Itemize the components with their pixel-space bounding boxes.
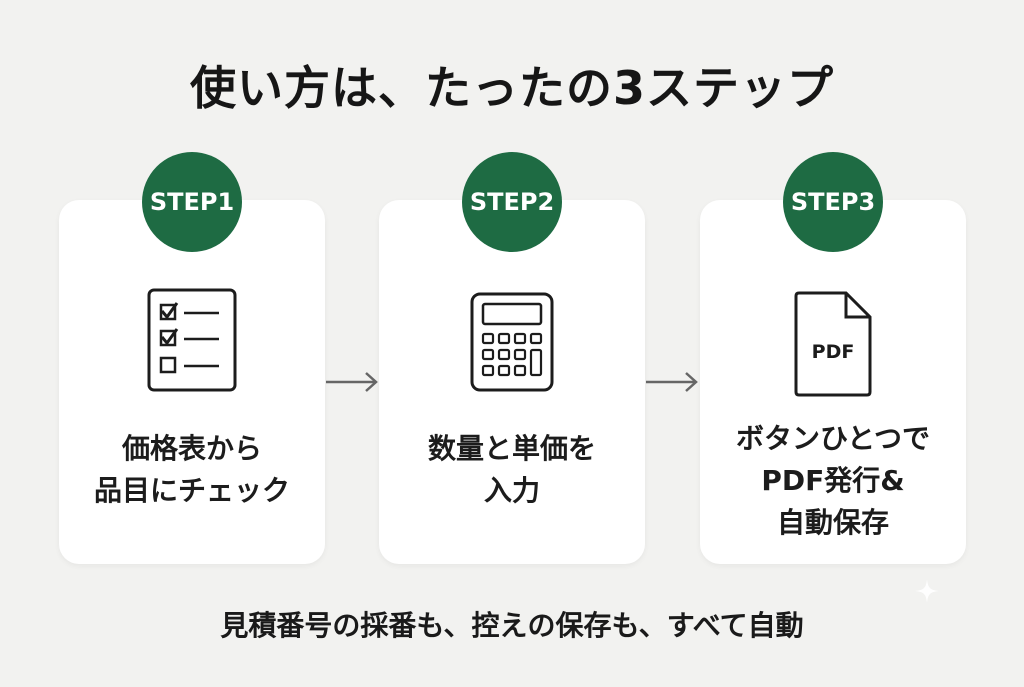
step3-line-1: ボタンひとつで <box>735 422 931 455</box>
pdf-icon-label: PDF <box>812 341 855 363</box>
step2-line-1: 数量と単価を <box>427 432 596 465</box>
page-title: 使い方は、たったの3ステップ <box>189 61 834 115</box>
step2-description: 数量と単価を 入力 <box>379 428 645 512</box>
checklist-icon <box>59 288 325 392</box>
pdf-document-icon: PDF <box>700 290 966 398</box>
arrow-right-icon <box>646 372 698 392</box>
step2-badge: STEP2 <box>462 152 562 252</box>
calculator-icon <box>379 292 645 392</box>
sparkle-icon <box>915 579 939 603</box>
step1-card: 価格表から 品目にチェック <box>59 200 325 564</box>
step3-description: ボタンひとつで PDF発行& 自動保存 <box>700 418 966 544</box>
step3-card: PDF ボタンひとつで PDF発行& 自動保存 <box>700 200 966 564</box>
step1-line-1: 価格表から <box>121 432 262 465</box>
step3-badge: STEP3 <box>783 152 883 252</box>
step1-description: 価格表から 品目にチェック <box>59 428 325 512</box>
step3-line-3: 自動保存 <box>776 506 889 539</box>
step1-badge: STEP1 <box>142 152 242 252</box>
step3-line-2: PDF発行& <box>761 464 905 497</box>
step1-line-2: 品目にチェック <box>93 474 290 507</box>
step2-line-2: 入力 <box>483 474 540 507</box>
arrow-right-icon <box>326 372 378 392</box>
footer-note: 見積番号の採番も、控えの保存も、すべて自動 <box>220 609 804 642</box>
step2-card: 数量と単価を 入力 <box>379 200 645 564</box>
